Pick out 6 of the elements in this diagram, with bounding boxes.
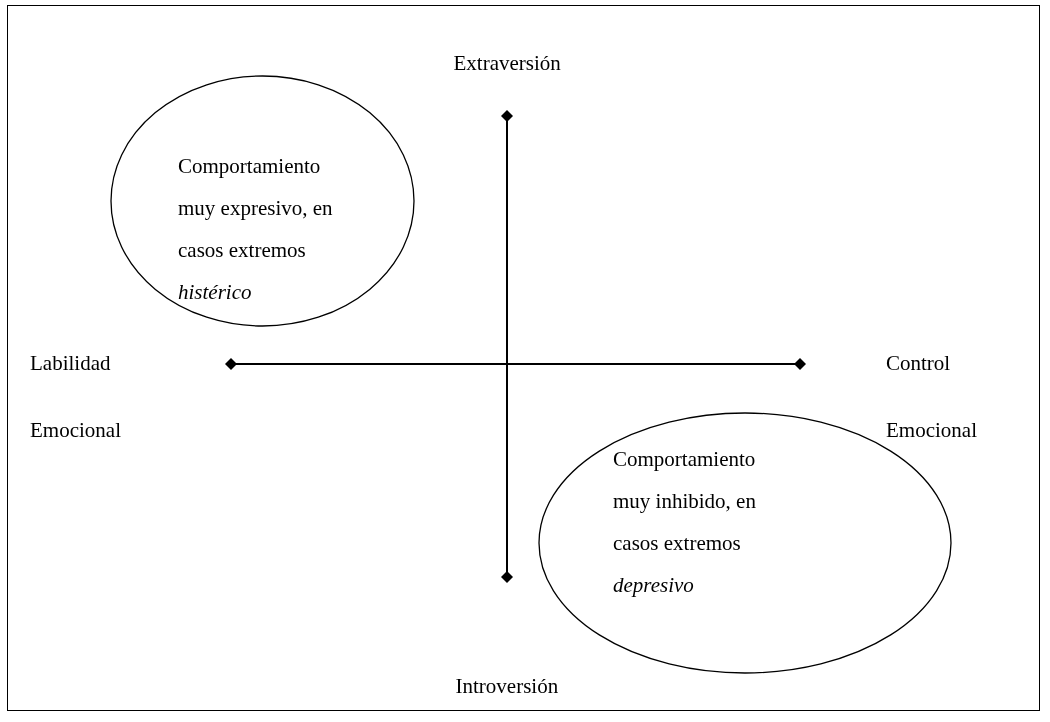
axis-label: Control Emocional [886, 350, 978, 444]
axis-label: Labilidad Emocional [30, 350, 122, 444]
axis-label: Extraversión [453, 50, 561, 77]
ellipse-text: Comportamiento muy expresivo, en casos extremos histérico [178, 153, 334, 306]
axis-label: Introversión [455, 673, 559, 700]
ellipse-text: Comportamiento muy inhibido, en casos extremos depresivo [613, 446, 757, 599]
